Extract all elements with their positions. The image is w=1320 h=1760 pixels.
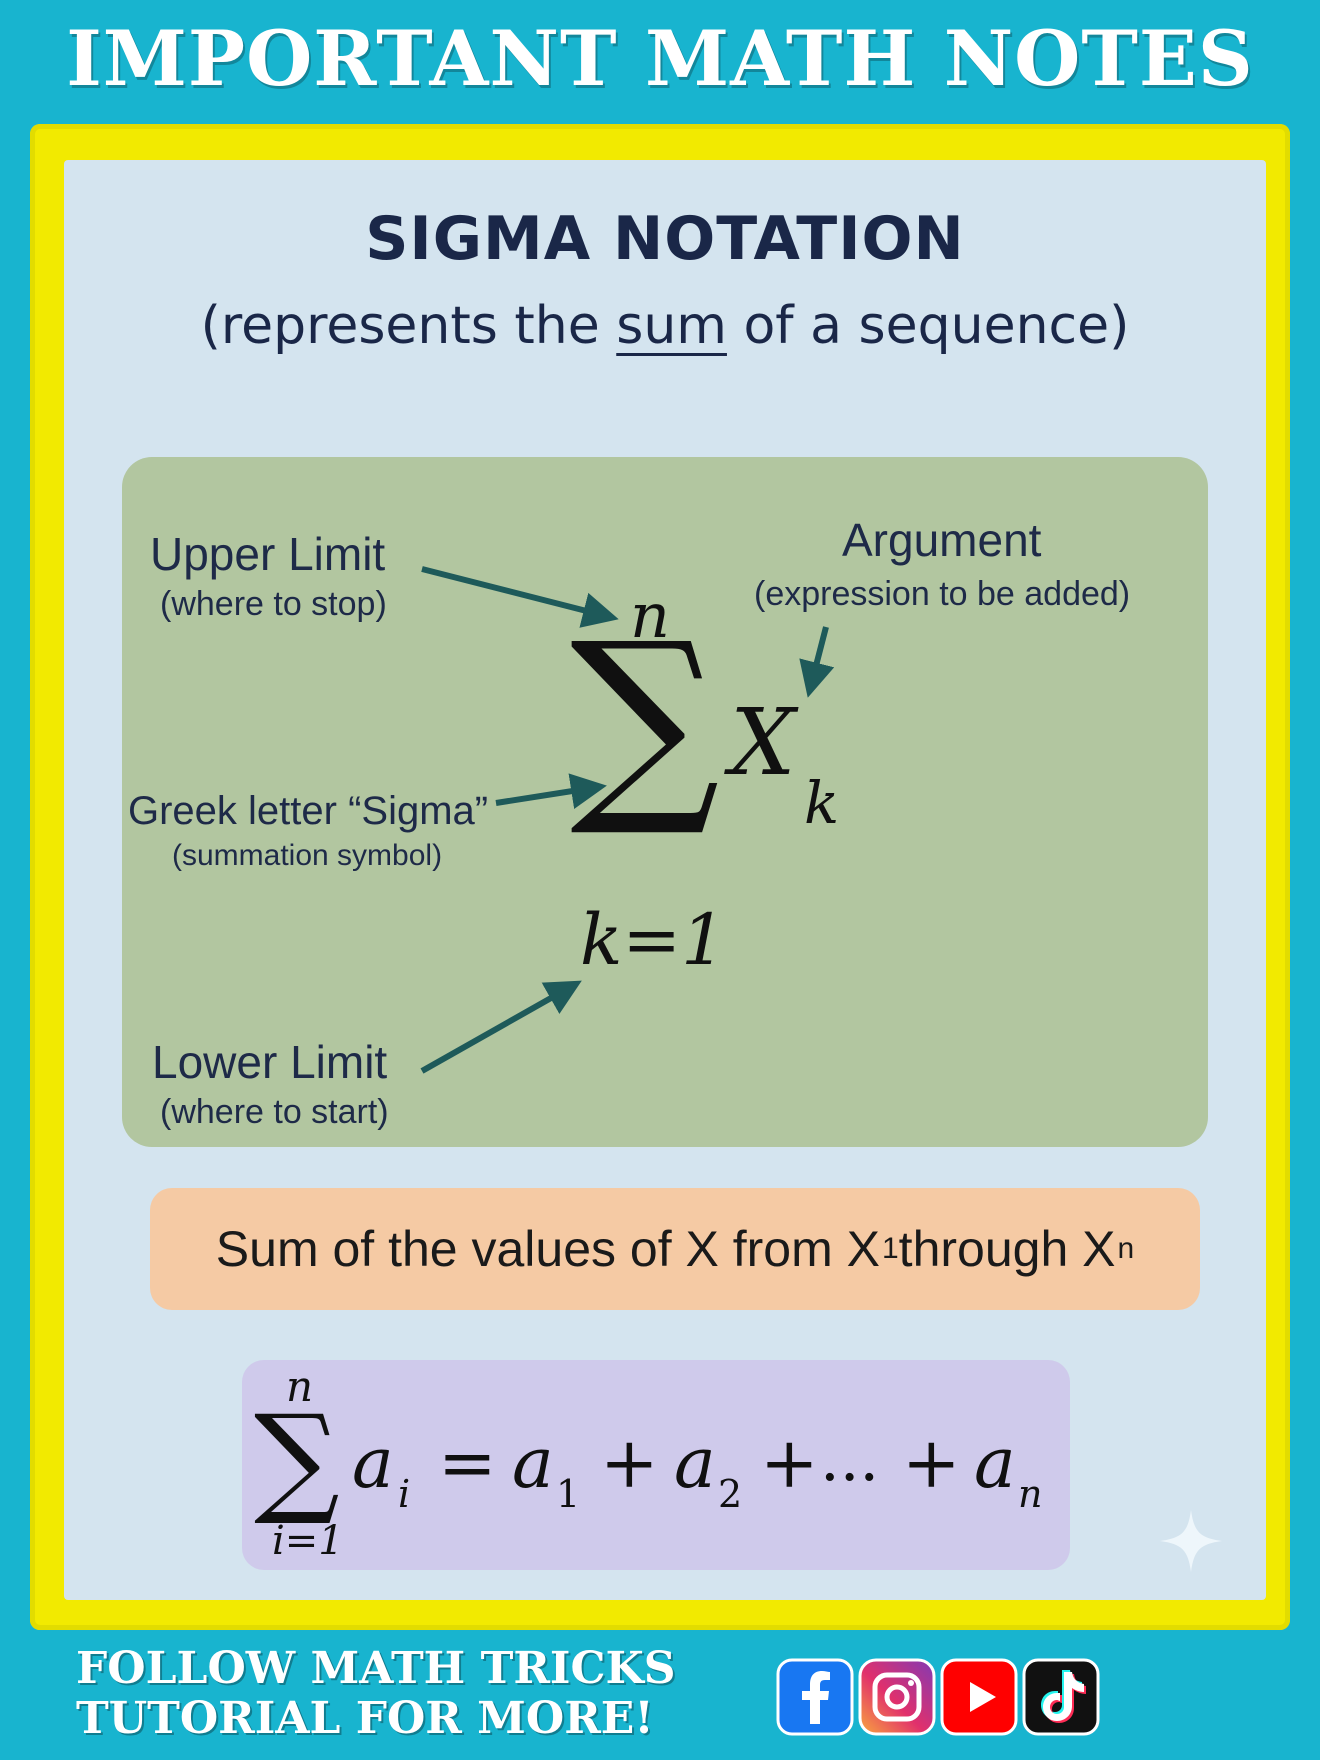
card-title: SIGMA NOTATION: [365, 204, 965, 274]
sum-description-sub2: n: [1117, 1232, 1135, 1265]
formula-term-2-index: 2: [718, 1472, 743, 1516]
lower-limit-label: Lower Limit: [152, 1036, 388, 1088]
footer-cta: FOLLOW MATH TRICKS TUTORIAL FOR MORE!: [76, 1644, 676, 1744]
banner-title: IMPORTANT MATH NOTES: [66, 14, 1254, 103]
argument-hint: (expression to be added): [754, 575, 1131, 613]
formula-term-2: a: [674, 1422, 716, 1504]
sum-description-sub1: 1: [881, 1232, 899, 1265]
formula-box: n ∑ i=1 a i = a 1 + a 2 + ... + a n: [242, 1360, 1070, 1570]
formula-plus-2: +: [760, 1422, 819, 1504]
youtube-icon[interactable]: [940, 1658, 1018, 1736]
formula-term-n-index: n: [1018, 1472, 1043, 1516]
formula-lower: i=1: [272, 1518, 344, 1564]
upper-limit-arrow: [421, 566, 619, 628]
formula-plus-3: +: [902, 1422, 961, 1504]
sigma-arrow: [495, 773, 607, 809]
notes-card: SIGMA NOTATION (represents the sum of a …: [64, 160, 1266, 1600]
facebook-icon[interactable]: [776, 1658, 854, 1736]
formula-plus-1: +: [600, 1422, 659, 1504]
tiktok-icon[interactable]: [1022, 1658, 1100, 1736]
sum-description-mid: through X: [898, 1221, 1116, 1277]
instagram-icon[interactable]: [858, 1658, 936, 1736]
footer-line-2: TUTORIAL FOR MORE!: [76, 1693, 654, 1744]
formula-equals: =: [438, 1422, 497, 1504]
argument-arrow: [799, 626, 835, 698]
formula-term-1: a: [512, 1422, 554, 1504]
sum-description-text: Sum of the values of X from X: [215, 1221, 880, 1277]
lower-limit-expression: k=1: [580, 899, 726, 981]
formula-upper: n: [286, 1362, 314, 1411]
argument-index: k: [804, 769, 840, 837]
sigma-hint: (summation symbol): [172, 839, 443, 872]
argument-label: Argument: [842, 514, 1042, 566]
sigma-label: Greek letter “Sigma”: [128, 789, 489, 833]
upper-limit-symbol: n: [630, 579, 670, 652]
subtitle-pre: (represents the: [200, 296, 617, 356]
formula-lhs-term: a: [352, 1422, 394, 1504]
formula-term-1-index: 1: [556, 1472, 581, 1516]
lower-limit-arrow: [420, 980, 582, 1074]
lower-limit-hint: (where to start): [160, 1093, 389, 1131]
formula-term-n: a: [974, 1422, 1016, 1504]
upper-limit-label: Upper Limit: [150, 528, 386, 580]
pointer-arrows: [420, 566, 835, 1074]
sparkle-icon: [1160, 1510, 1222, 1572]
subtitle-post: of a sequence): [726, 296, 1130, 356]
subtitle-underlined-word: sum: [616, 296, 727, 356]
formula-lhs-index: i: [398, 1472, 411, 1516]
upper-limit-hint: (where to stop): [160, 585, 387, 623]
argument-term: X: [730, 689, 796, 796]
formula-sigma-symbol: ∑: [254, 1390, 340, 1529]
formula-ellipsis: ...: [820, 1422, 880, 1495]
sigma-diagram-box: Upper Limit (where to stop) Argument (ex…: [122, 457, 1208, 1147]
footer-line-1: FOLLOW MATH TRICKS: [76, 1643, 676, 1694]
card-subtitle: (represents the sum of a sequence): [64, 296, 1266, 356]
